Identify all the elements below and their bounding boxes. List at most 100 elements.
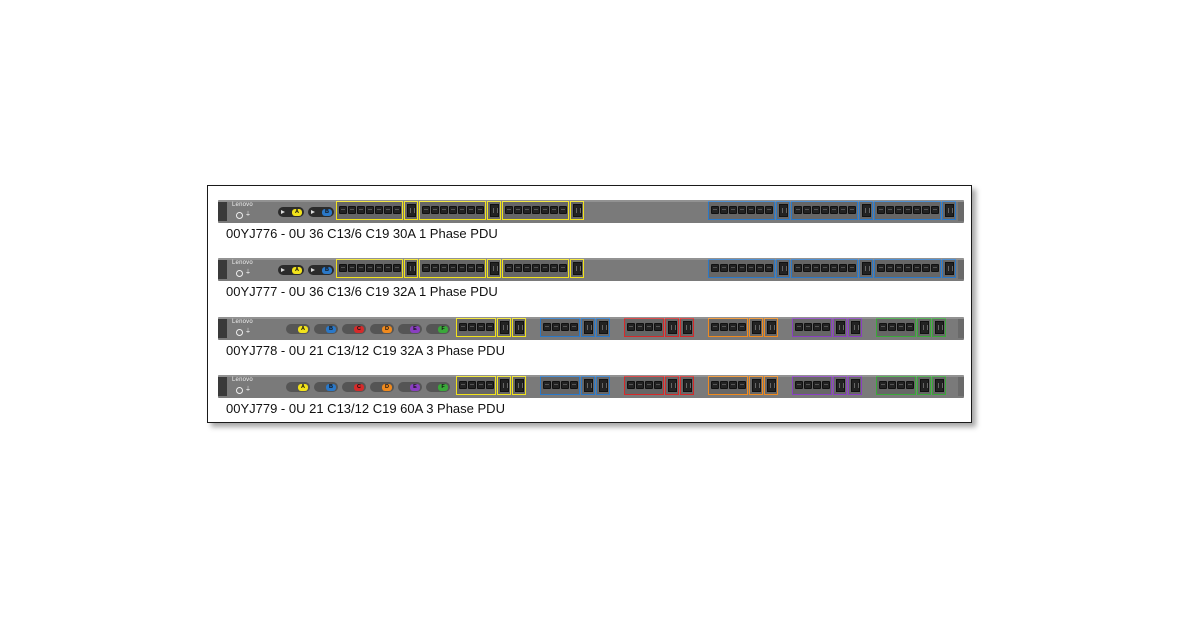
c13-outlet-icon [645, 323, 653, 331]
c13-outlet-icon [738, 323, 746, 331]
c13-outlet-icon [720, 381, 728, 389]
c19-outlet-icon [944, 204, 954, 217]
breaker-b: B [308, 207, 334, 217]
c13-outlet-icon [848, 264, 856, 272]
c13-outlet-group [419, 259, 486, 278]
c13-outlet-icon [468, 381, 476, 389]
power-icon [236, 270, 243, 277]
power-icon [236, 329, 243, 336]
lenovo-logo: Lenovo [232, 319, 253, 325]
end-cap [958, 202, 964, 221]
c13-outlet-icon [821, 264, 829, 272]
c13-outlet-icon [906, 381, 914, 389]
c13-outlet-icon [384, 206, 392, 214]
breaker-f: F [426, 382, 450, 392]
c13-outlet-icon [879, 323, 887, 331]
c13-outlet-icon [541, 206, 549, 214]
c13-outlet-icon [440, 206, 448, 214]
c13-outlet-icon [357, 264, 365, 272]
c19-outlet-icon [499, 321, 509, 334]
c13-outlet-group [336, 201, 403, 220]
c13-outlet-icon [654, 381, 662, 389]
c13-outlet-icon [357, 206, 365, 214]
c19-outlet-group [404, 201, 418, 220]
c13-outlet-icon [839, 206, 847, 214]
c19-outlet-group [848, 318, 862, 337]
c19-outlet-group [776, 201, 790, 220]
c19-outlet-group [581, 318, 595, 337]
breaker-label: A [298, 383, 308, 391]
breaker-b: B [308, 265, 334, 275]
c19-outlet-group [749, 318, 763, 337]
c19-outlet-icon [572, 204, 582, 217]
ground-icon: ⏚ [245, 270, 252, 276]
c13-outlet-icon [523, 264, 531, 272]
c19-outlet-group [859, 259, 873, 278]
breaker-c: C [342, 324, 366, 334]
pdu-label: 00YJ778 - 0U 21 C13/12 C19 32A 3 Phase P… [226, 343, 505, 358]
c13-outlet-group [456, 376, 496, 395]
c13-outlet-icon [922, 206, 930, 214]
c13-outlet-group [876, 376, 916, 395]
breaker-a: A [278, 265, 304, 275]
breaker-label: B [326, 383, 336, 391]
c19-outlet-icon [919, 379, 929, 392]
c19-outlet-icon [499, 379, 509, 392]
c13-outlet-icon [486, 381, 494, 389]
c19-outlet-icon [766, 379, 776, 392]
c13-outlet-icon [747, 264, 755, 272]
breaker-label: E [410, 383, 420, 391]
c19-outlet-icon [406, 204, 416, 217]
c19-outlet-group [680, 318, 694, 337]
c13-outlet-group [540, 318, 580, 337]
c13-outlet-icon [877, 206, 885, 214]
c19-outlet-group [942, 259, 956, 278]
c13-outlet-icon [476, 264, 484, 272]
end-cap [218, 202, 227, 221]
c13-outlet-icon [711, 264, 719, 272]
ground-icon: ⏚ [245, 387, 252, 393]
breaker-c: C [342, 382, 366, 392]
c19-outlet-icon [934, 321, 944, 334]
c13-outlet-group [708, 376, 748, 395]
c13-outlet-icon [738, 206, 746, 214]
c13-outlet-icon [431, 206, 439, 214]
c19-outlet-group [665, 318, 679, 337]
breaker-lever-icon [311, 268, 315, 272]
c19-outlet-icon [944, 262, 954, 275]
c13-outlet-icon [906, 323, 914, 331]
c19-outlet-group [859, 201, 873, 220]
c13-outlet-icon [393, 206, 401, 214]
c13-outlet-icon [543, 381, 551, 389]
end-cap [958, 377, 964, 396]
c19-outlet-icon [489, 262, 499, 275]
c19-outlet-icon [682, 321, 692, 334]
c13-outlet-icon [339, 264, 347, 272]
c13-outlet-icon [720, 206, 728, 214]
c13-outlet-icon [794, 264, 802, 272]
c19-outlet-group [497, 318, 511, 337]
c13-outlet-icon [477, 323, 485, 331]
c13-outlet-icon [813, 323, 821, 331]
breaker-label: C [354, 383, 364, 391]
c13-outlet-icon [879, 381, 887, 389]
power-icon [236, 212, 243, 219]
c13-outlet-group [419, 201, 486, 220]
c13-outlet-icon [561, 323, 569, 331]
c13-outlet-icon [384, 264, 392, 272]
lenovo-logo: Lenovo [232, 377, 253, 383]
c19-outlet-group [764, 376, 778, 395]
breaker-label: D [382, 383, 392, 391]
c19-outlet-icon [572, 262, 582, 275]
c13-outlet-icon [468, 323, 476, 331]
c13-outlet-icon [813, 381, 821, 389]
c13-outlet-group [502, 201, 569, 220]
c13-outlet-icon [888, 323, 896, 331]
c13-outlet-group [874, 259, 941, 278]
c13-outlet-icon [747, 206, 755, 214]
end-cap [218, 260, 227, 279]
c13-outlet-icon [348, 206, 356, 214]
c19-outlet-icon [406, 262, 416, 275]
